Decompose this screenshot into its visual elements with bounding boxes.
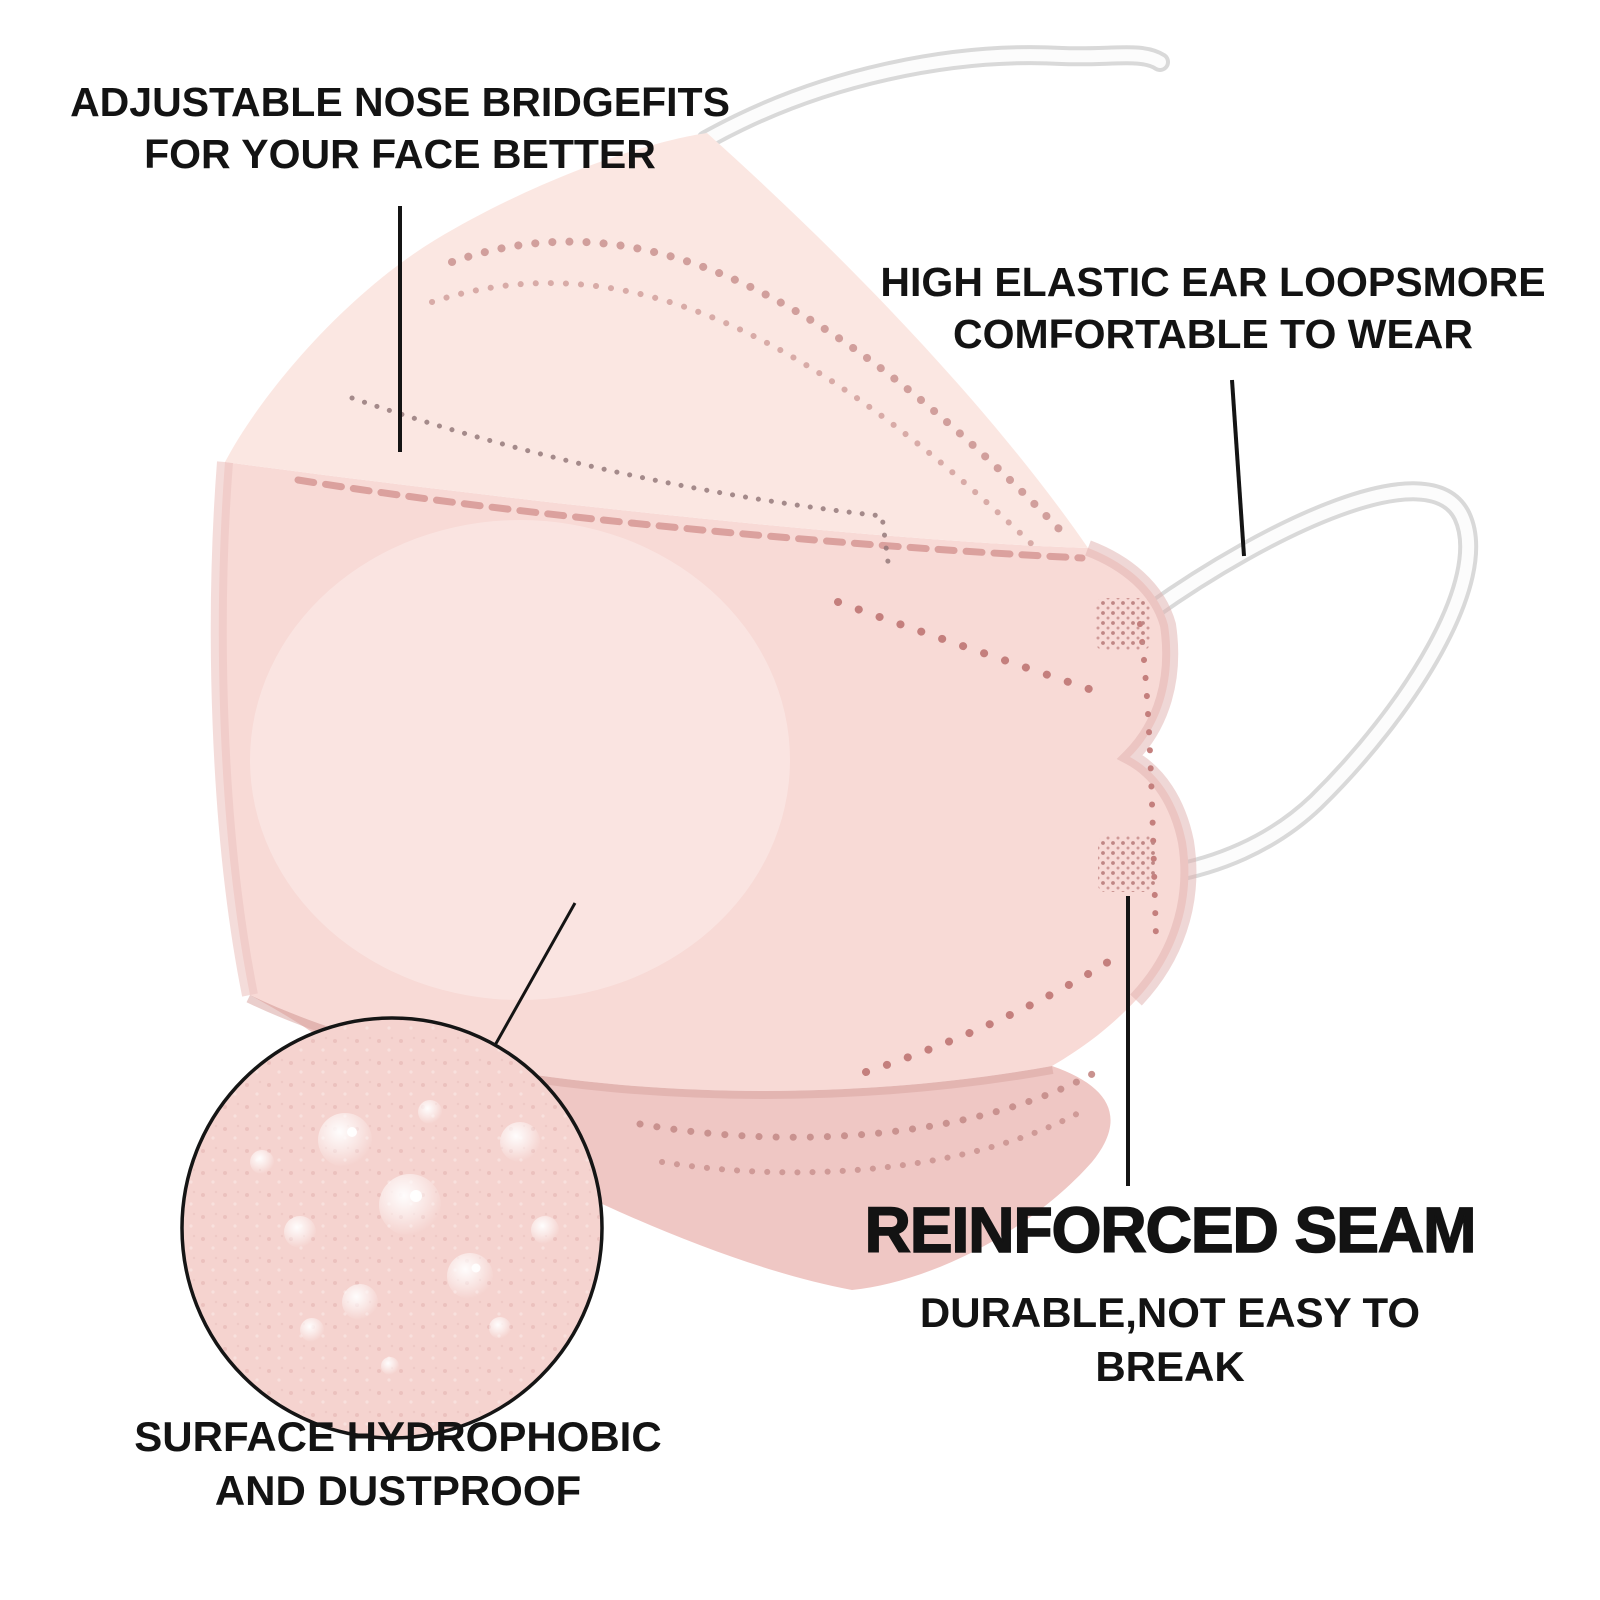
caption-nose-bridge-line1: ADJUSTABLE NOSE BRIDGEFITS	[70, 79, 730, 125]
caption-nose-bridge-line2: FOR YOUR FACE BETTER	[144, 131, 656, 178]
surface-texture-inset	[180, 902, 604, 1440]
ear-loop-top	[696, 45, 1170, 150]
pointer-line-ear-loop	[1230, 379, 1246, 557]
caption-nose-bridge: ADJUSTABLE NOSE BRIDGEFITS FOR YOUR FACE…	[55, 76, 745, 181]
caption-reinforced-seam-title: REINFORCED SEAM	[864, 1193, 1477, 1267]
caption-surface-line1: SURFACE HYDROPHOBIC	[134, 1413, 662, 1460]
caption-ear-loops: HIGH ELASTIC EAR LOOPSMORE COMFORTABLE T…	[868, 256, 1558, 361]
caption-ear-loops-line1: HIGH ELASTIC EAR LOOPSMORE	[880, 259, 1546, 305]
caption-ear-loops-line2: COMFORTABLE TO WEAR	[952, 311, 1474, 358]
mask-top-flap	[225, 133, 1088, 565]
mesh-patch-lower	[1098, 836, 1156, 892]
mesh-patch-upper	[1096, 598, 1150, 650]
mask-body-panel	[210, 461, 1197, 1091]
caption-surface: SURFACE HYDROPHOBIC AND DUSTPROOF	[78, 1410, 718, 1518]
caption-surface-line2: AND DUSTPROOF	[214, 1466, 582, 1514]
ear-loop-side	[1140, 481, 1479, 884]
caption-reinforced-seam-subtitle: DURABLE,NOT EASY TO BREAK	[919, 1288, 1421, 1390]
pointer-line-surface	[492, 902, 577, 1048]
caption-reinforced-seam: REINFORCED SEAM DURABLE,NOT EASY TO BREA…	[840, 1190, 1500, 1393]
